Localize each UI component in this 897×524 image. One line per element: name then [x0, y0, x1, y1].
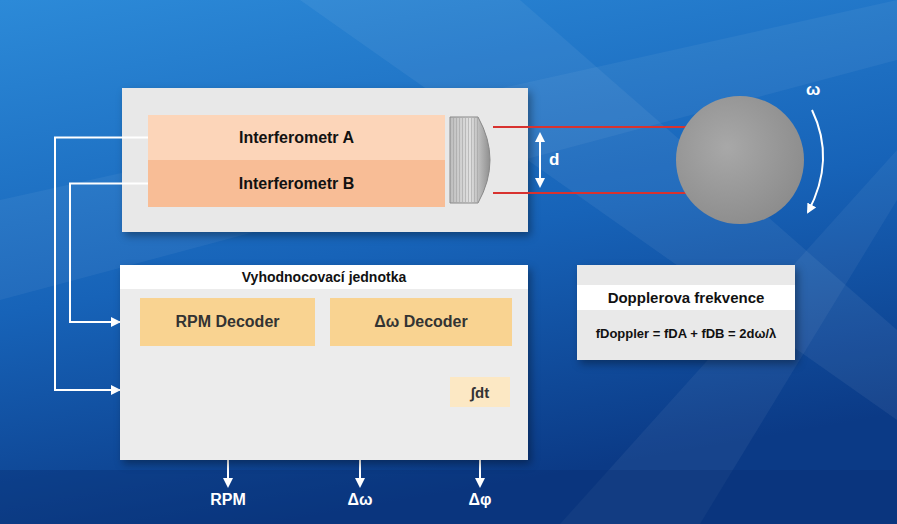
box-label: ∫dt: [471, 384, 489, 401]
interferometer-panel: Interferometr B: [148, 160, 445, 207]
rotation-arrow: [808, 110, 823, 212]
laser-beam: [493, 126, 686, 128]
output-label: Δφ: [469, 491, 492, 509]
rotating-disc: [676, 96, 804, 224]
box-heading: Dopplerova frekvence: [577, 285, 795, 310]
output-label: Δω: [347, 491, 372, 509]
formula: fDoppler = fDA + fDB = 2dω/λ: [577, 326, 795, 341]
interferometer-panel: Interferometr A: [148, 115, 445, 160]
distance-arrow: [539, 134, 541, 186]
output-label: RPM: [210, 491, 246, 509]
decoder-box: RPM Decoder: [140, 298, 315, 346]
decoder-box: Δω Decoder: [330, 298, 512, 346]
angular-velocity-label: ω: [806, 80, 820, 100]
box-label: RPM Decoder: [175, 313, 279, 331]
integrator-box: ∫dt: [450, 377, 510, 407]
box-label: Δω Decoder: [374, 313, 467, 331]
laser-beam: [493, 192, 686, 194]
formula-box: Dopplerova frekvence fDoppler = fDA + fDB…: [577, 265, 795, 360]
lens-texture: [451, 118, 478, 202]
box-heading: Vyhodnocovací jednotka: [120, 265, 528, 289]
box-label: Interferometr B: [239, 175, 355, 193]
distance-label: d: [549, 150, 559, 170]
lens: [450, 117, 490, 203]
box-label: Interferometr A: [239, 129, 354, 147]
evaluation-unit: Vyhodnocovací jednotkaRPM Decoder Δω Deco…: [120, 265, 528, 460]
